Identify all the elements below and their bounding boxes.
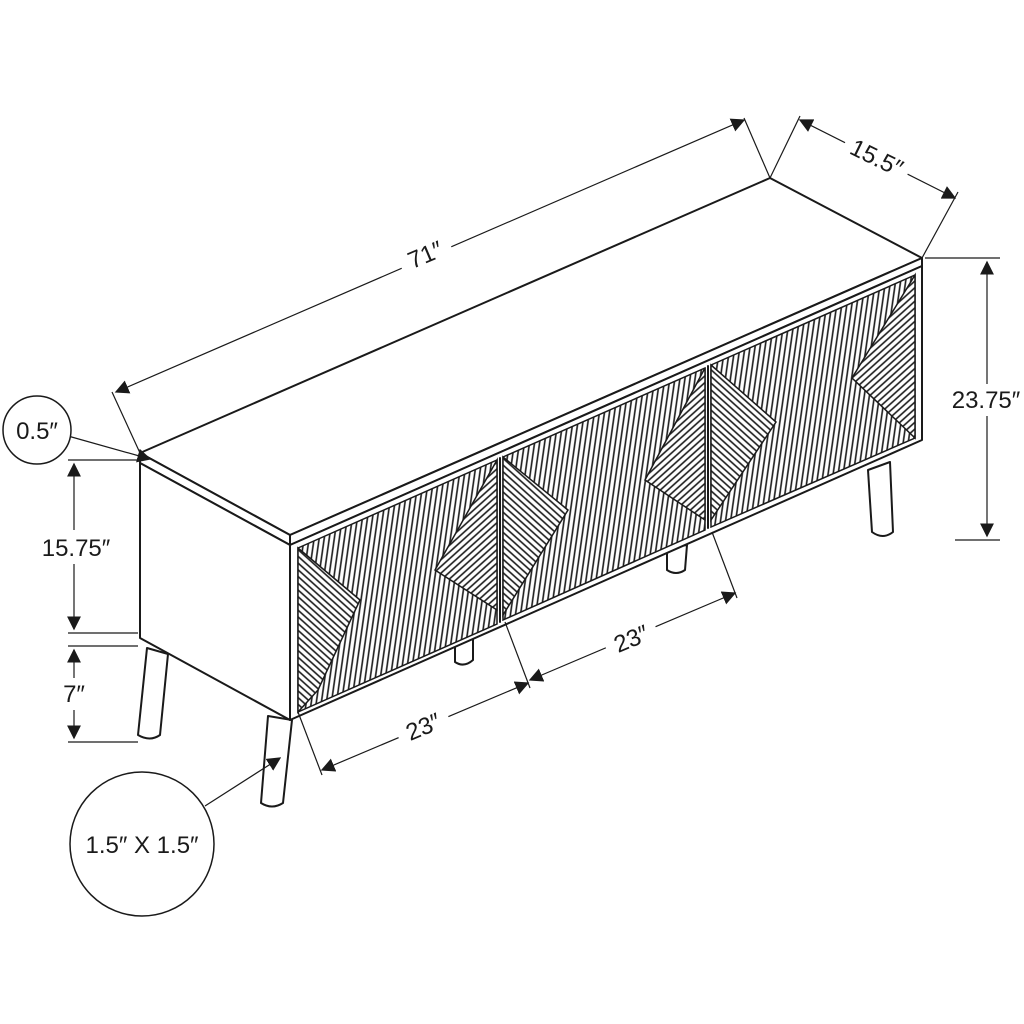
label-leg-section: 1.5″ X 1.5″	[85, 832, 199, 859]
leg-back-right	[867, 461, 894, 537]
callout-leg-section	[69, 771, 215, 917]
diamond-left-door	[433, 457, 498, 612]
label-leg-height: 7″	[63, 681, 85, 708]
cabinet	[139, 177, 923, 721]
label-cabinet-height: 15.75″	[42, 535, 111, 562]
label-height: 23.75″	[952, 387, 1021, 414]
dimension-labels: 71″ 15.5″ 23.75″ 0.5″ 15.75″ 7″ 23″ 23″ …	[16, 125, 1024, 859]
diamond-right-door	[710, 363, 777, 523]
leg-front-center	[260, 715, 293, 808]
diamond-center-left	[502, 455, 569, 618]
diamond-center-right	[644, 367, 706, 522]
legs	[137, 461, 894, 808]
leg-back-center	[666, 544, 688, 574]
label-top-thickness: 0.5″	[16, 418, 58, 445]
diamond-left-edge	[297, 546, 361, 714]
callout-top-thickness	[2, 395, 72, 465]
leg-front-left	[137, 647, 169, 740]
diamond-right-edge	[851, 272, 916, 440]
